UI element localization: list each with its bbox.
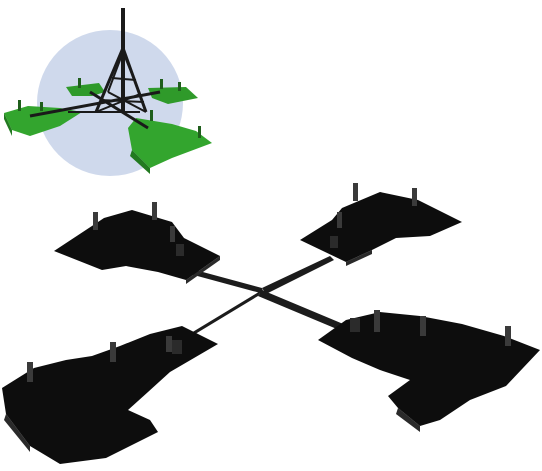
inset-bracket bbox=[178, 82, 181, 91]
inset-tower-brace bbox=[111, 77, 137, 81]
plate-bracket bbox=[93, 212, 98, 230]
plate-clamp bbox=[350, 318, 360, 332]
inset-tower-mast bbox=[121, 8, 125, 112]
beam-lower-right bbox=[258, 290, 348, 332]
plate-bottom-right bbox=[318, 312, 540, 426]
plate-top-right bbox=[300, 192, 462, 262]
plate-bracket bbox=[420, 316, 426, 336]
beam-upper-left bbox=[188, 268, 264, 294]
plate-bracket bbox=[152, 202, 157, 220]
inset-tower-leg bbox=[122, 51, 141, 95]
plate-clamp bbox=[176, 244, 184, 256]
plate-clamp bbox=[330, 236, 338, 248]
plate-bracket bbox=[110, 342, 116, 362]
plate-bottom-left bbox=[2, 326, 218, 464]
plate-bottom-left-edge bbox=[4, 414, 30, 452]
plate-bracket bbox=[337, 212, 342, 228]
inset-tower-brace bbox=[99, 99, 145, 103]
beam-lower-left bbox=[182, 290, 262, 342]
inset-tower-leg bbox=[94, 47, 125, 113]
plate-bracket bbox=[505, 326, 511, 346]
main-view bbox=[2, 183, 540, 464]
inset-beam bbox=[89, 90, 149, 130]
inset-plate-front-right-edge bbox=[130, 150, 150, 174]
plate-bracket bbox=[353, 183, 358, 201]
inset-plate-front-left-edge bbox=[4, 113, 12, 136]
plate-bracket bbox=[170, 226, 175, 242]
inset-plate-front-right bbox=[128, 118, 212, 168]
inset-tower-leg bbox=[107, 51, 124, 93]
inset-view bbox=[4, 8, 212, 176]
inset-bracket bbox=[78, 78, 81, 88]
inset-beam bbox=[29, 90, 161, 118]
plate-bracket bbox=[374, 310, 380, 332]
inset-bracket bbox=[18, 100, 21, 111]
inset-tower-brace bbox=[95, 93, 141, 113]
plate-bottom-right-edge bbox=[396, 408, 420, 432]
inset-plate-back-right bbox=[148, 87, 198, 104]
inset-bracket bbox=[150, 110, 153, 121]
inset-bracket bbox=[198, 126, 201, 138]
plate-bracket bbox=[166, 336, 172, 352]
plate-bracket bbox=[412, 188, 417, 206]
inset-bracket bbox=[40, 102, 43, 111]
plate-top-left bbox=[54, 210, 220, 280]
inset-bracket bbox=[160, 79, 163, 89]
plate-top-left-edge bbox=[186, 256, 220, 284]
beam-upper-right bbox=[262, 256, 334, 294]
plate-bracket bbox=[27, 362, 33, 382]
plate-clamp bbox=[172, 340, 182, 354]
inset-plate-front-left bbox=[4, 106, 82, 136]
inset-plate-back-left bbox=[66, 83, 105, 96]
plate-top-right-edge bbox=[346, 250, 372, 266]
